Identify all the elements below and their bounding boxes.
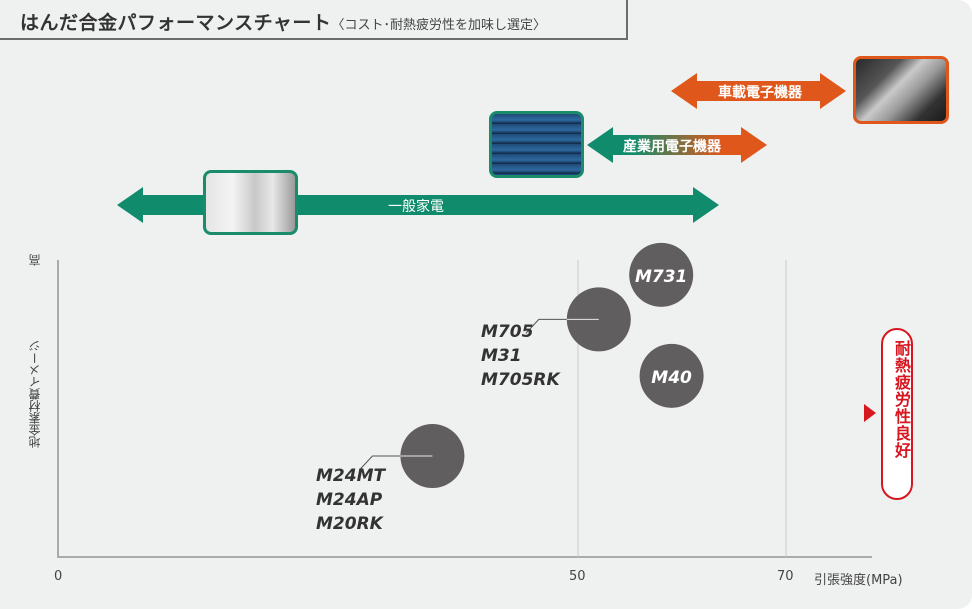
page-subtitle: 〈コスト･耐熱疲労性を加味し選定〉	[331, 18, 546, 33]
leader-lines	[359, 318, 599, 471]
title-box: はんだ合金パフォーマンスチャート〈コスト･耐熱疲労性を加味し選定〉	[0, 0, 628, 40]
marker-label-m731: M731	[635, 267, 687, 287]
point-label-group-1: M24MT M24AP M20RK	[316, 464, 385, 536]
x-tick-70: 70	[777, 569, 794, 584]
y-axis-top-label: 高	[28, 254, 42, 266]
alloy-label: M24AP	[316, 490, 383, 510]
arrow-industrial	[587, 127, 767, 163]
alloy-label: M24MT	[316, 466, 386, 486]
leader-line-outer-1	[525, 318, 567, 334]
x-axis-label: 引張強度(MPa)	[814, 573, 903, 588]
heat-fatigue-text: 耐熱疲労性良好	[892, 340, 911, 459]
x-tick-0: 0	[54, 569, 63, 584]
x-tick-50: 50	[569, 569, 586, 584]
arrow-automotive	[671, 73, 846, 109]
automotive-ecu-photo	[853, 56, 949, 124]
arrow-label-automotive: 車載電子機器	[718, 84, 803, 101]
alloy-label: M705	[481, 322, 534, 342]
alloy-label: M31	[481, 346, 522, 366]
arrow-label-general: 一般家電	[388, 198, 444, 215]
marker-m731	[629, 242, 694, 307]
alloy-label: M705RK	[481, 370, 560, 390]
marker-label-m40: M40	[651, 368, 692, 388]
leader-line-outer-0	[359, 455, 401, 471]
title-text: はんだ合金パフォーマンスチャート	[20, 12, 332, 34]
arrow-label-industrial: 産業用電子機器	[623, 138, 722, 155]
point-label-group-2: M705 M31 M705RK	[481, 320, 560, 392]
y-axis-label: 地金素材費イメージ	[28, 340, 42, 448]
heat-fatigue-arrow-icon	[864, 404, 876, 422]
heat-fatigue-badge: 耐熱疲労性良好	[881, 328, 913, 500]
home-appliances-photo	[203, 170, 298, 235]
alloy-label: M20RK	[316, 514, 383, 534]
page-title: はんだ合金パフォーマンスチャート〈コスト･耐熱疲労性を加味し選定〉	[20, 8, 546, 35]
server-rack-photo	[489, 111, 584, 178]
marker-m40	[639, 343, 704, 408]
